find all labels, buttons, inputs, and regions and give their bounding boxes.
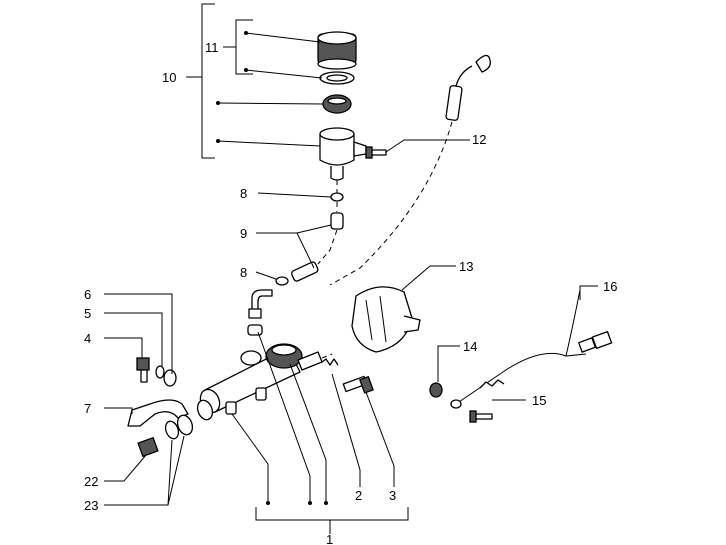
callout-3: 3 — [389, 488, 396, 503]
washer-5 — [155, 365, 165, 379]
callout-1: 1 — [326, 532, 333, 545]
nipple — [247, 324, 263, 336]
spring-and-screw — [321, 358, 374, 394]
callout-22: 22 — [84, 474, 98, 489]
callout-14: 14 — [463, 339, 477, 354]
hose-piece — [330, 212, 344, 230]
elbow-fitting — [251, 289, 273, 311]
callout-23: 23 — [84, 498, 98, 513]
hose-connector-lower — [291, 261, 319, 282]
brake-line-upper — [329, 54, 491, 286]
cap-seal — [319, 71, 355, 85]
banjo-bolt-4 — [136, 357, 150, 371]
diaphragm — [322, 94, 352, 114]
leader-lines — [104, 3, 598, 534]
screw-15 — [473, 413, 493, 420]
callout-5: 5 — [84, 306, 91, 321]
washer-23a — [164, 420, 180, 440]
callout-labels: 10 11 12 8 9 8 13 16 6 5 4 14 15 7 22 23… — [84, 40, 617, 545]
callout-8-upper: 8 — [240, 186, 247, 201]
callout-2: 2 — [355, 488, 362, 503]
hose-clamp-upper — [330, 192, 344, 202]
washer-23b — [176, 414, 194, 436]
reservoir-assembly — [317, 31, 387, 181]
rubber-boot — [351, 286, 421, 353]
hose-clamp-lower — [275, 276, 289, 286]
callout-12: 12 — [472, 132, 486, 147]
hose-and-fittings — [247, 180, 344, 336]
banjo-union-7 — [127, 399, 189, 427]
left-fittings — [127, 357, 214, 458]
switch-cable — [429, 289, 613, 423]
callout-15: 15 — [532, 393, 546, 408]
washer-6 — [163, 369, 177, 387]
callout-9: 9 — [240, 226, 247, 241]
callout-10: 10 — [162, 70, 176, 85]
callout-13: 13 — [459, 259, 473, 274]
washer-14 — [429, 382, 443, 398]
bolt-22 — [137, 436, 159, 458]
seal-ring — [196, 399, 214, 421]
callout-7: 7 — [84, 401, 91, 416]
callout-11: 11 — [205, 40, 219, 55]
callout-16: 16 — [603, 279, 617, 294]
reservoir-cap — [317, 31, 357, 70]
callout-8-lower: 8 — [240, 265, 247, 280]
callout-4: 4 — [84, 331, 91, 346]
screw-12 — [365, 146, 387, 159]
reservoir-body — [319, 127, 367, 181]
master-cylinder — [199, 343, 333, 415]
callout-6: 6 — [84, 287, 91, 302]
